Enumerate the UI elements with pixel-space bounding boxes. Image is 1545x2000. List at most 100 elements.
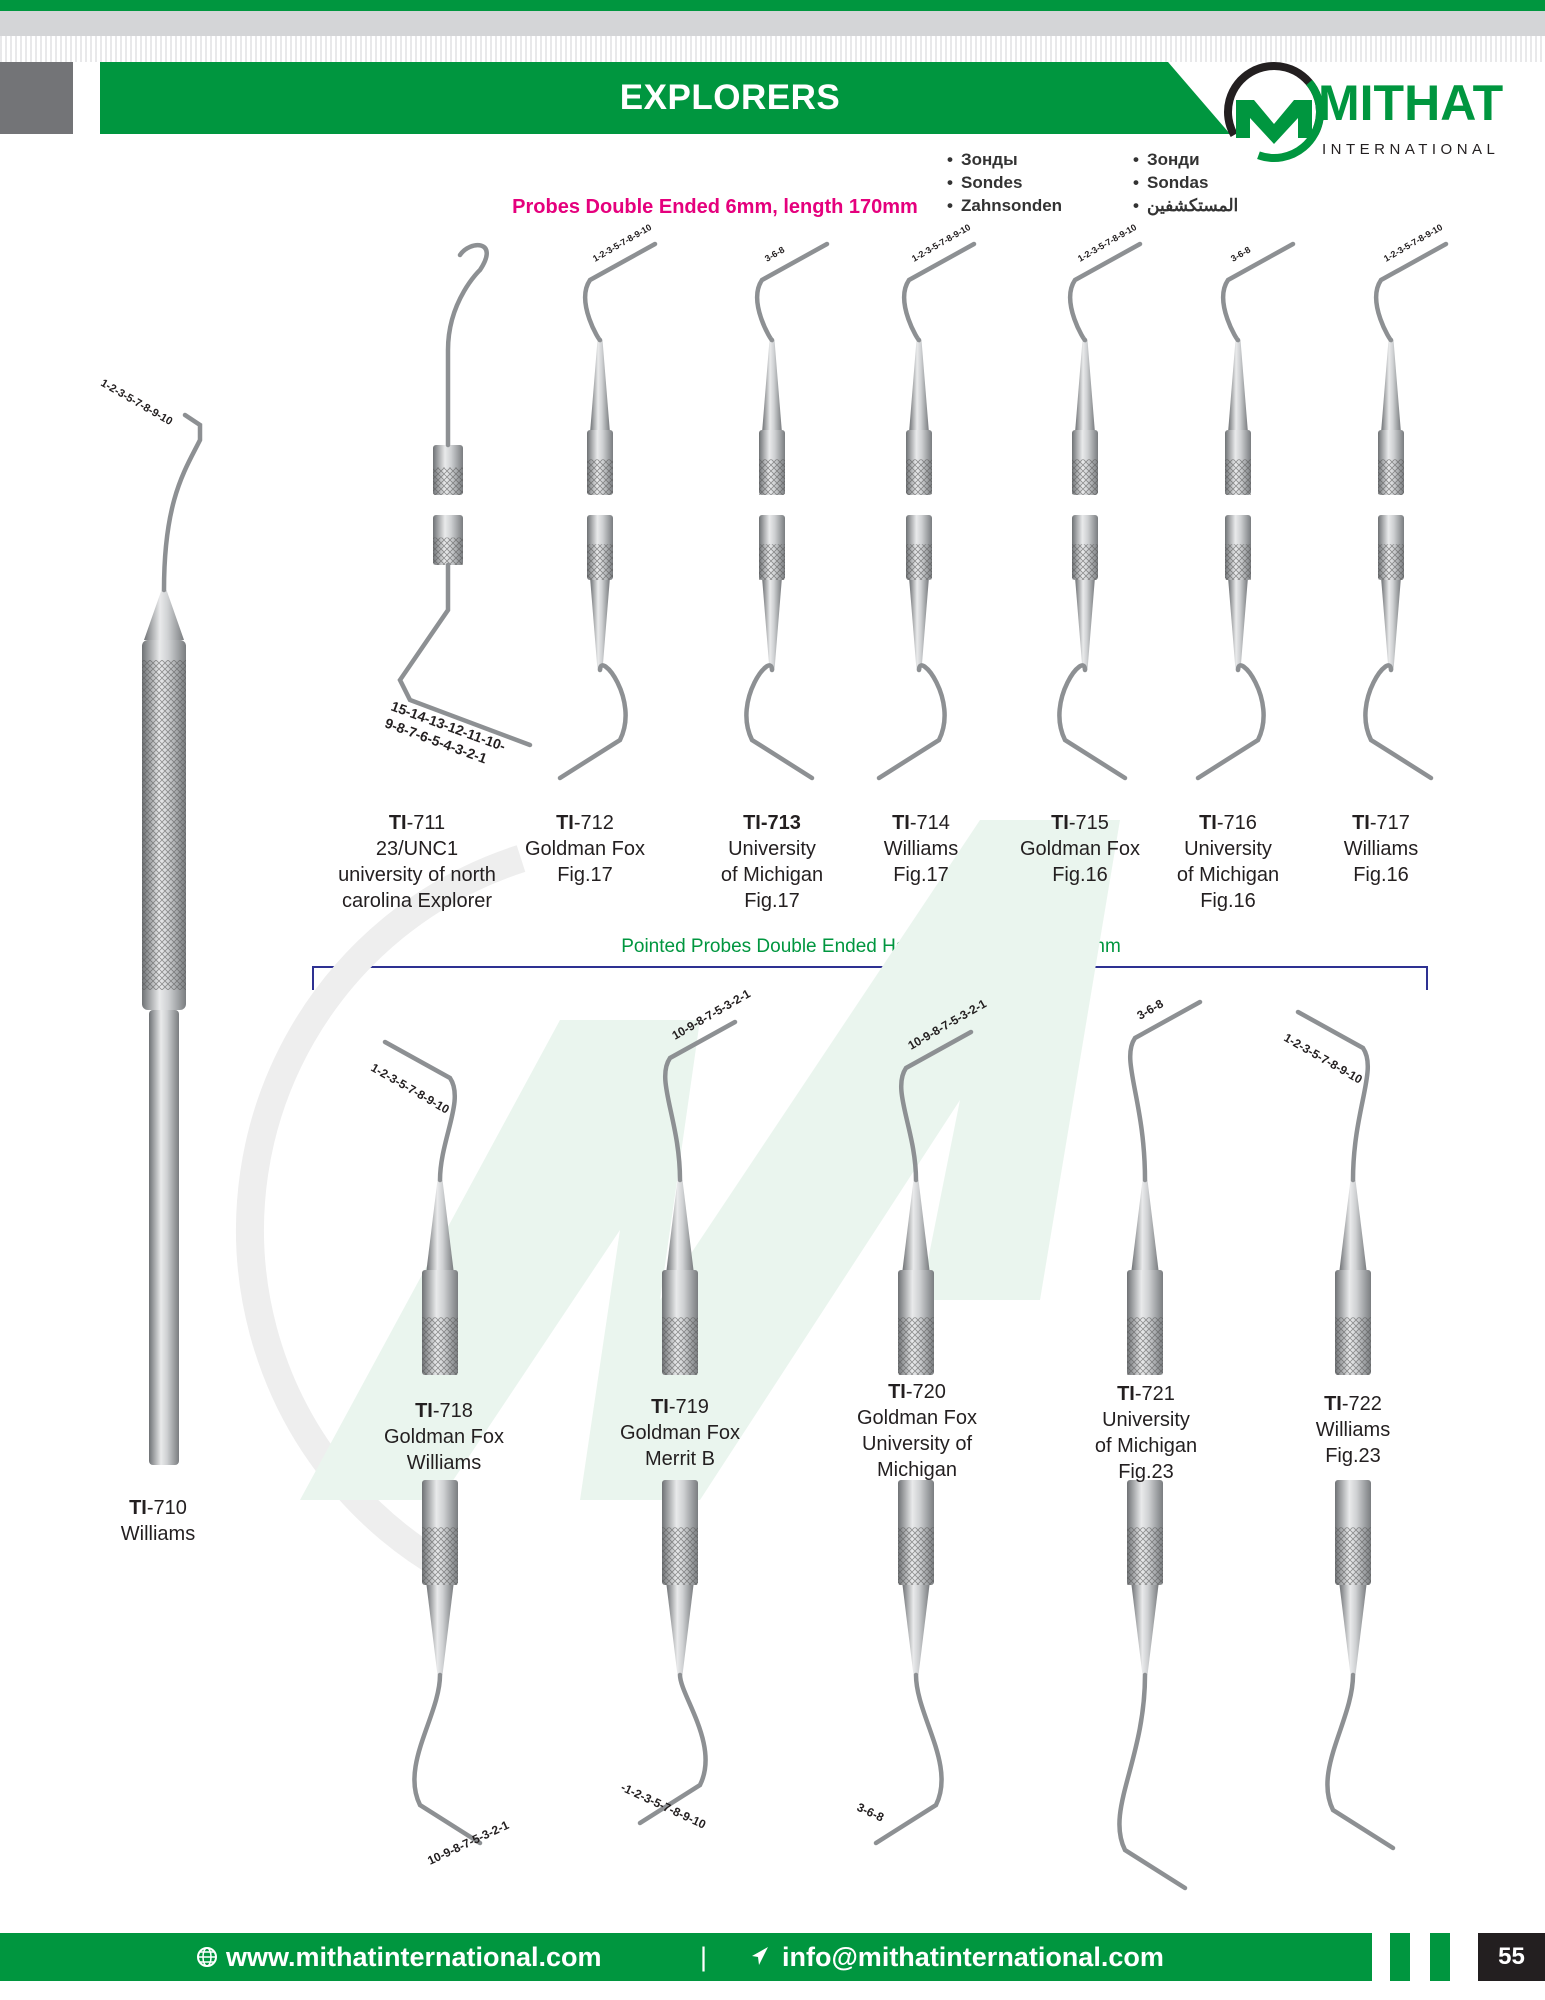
scale-marking: 1-2-3-5-7-8-9-10 (910, 222, 972, 264)
language-item: •Sondes (947, 173, 1023, 192)
footer-stripe (1390, 1933, 1410, 1981)
shank (902, 1585, 930, 1675)
shank (1131, 1180, 1159, 1270)
working-tip (873, 1672, 944, 1846)
product-description: Fig.17 (557, 864, 613, 886)
language-item: •Zahnsonden (947, 196, 1063, 215)
working-tip (582, 241, 658, 343)
shank (590, 580, 610, 670)
shank (762, 340, 782, 430)
scale-marking: 15-14-13-12-11-10-9-8-7-6-5-4-3-2-1 (383, 698, 508, 771)
knurled-grip (1335, 1317, 1371, 1375)
probe-instrument-711: 15-14-13-12-11-10-9-8-7-6-5-4-3-2-1 (383, 242, 533, 771)
product-description: of Michigan (720, 864, 824, 886)
probe-instrument: 1-2-3-5-7-8-9-10 (1057, 222, 1143, 781)
product-description: carolina Explorer (341, 890, 493, 912)
working-tip (397, 562, 533, 748)
scale-marking: 3-6-8 (1229, 245, 1252, 264)
brand-subtitle: INTERNATIONAL (1322, 141, 1499, 158)
knurled-grip (1378, 459, 1404, 495)
footer-bar (0, 1933, 1372, 1981)
working-tip (898, 1029, 974, 1183)
knurled-grip (906, 544, 932, 580)
product-description: Goldman Fox (383, 1426, 505, 1448)
working-tip (1067, 241, 1143, 343)
language-column-2: •Зонди •Sondas •المستكشفين (1133, 148, 1238, 217)
shank (902, 1180, 930, 1270)
email-link[interactable]: info@mithatinternational.com (782, 1942, 1164, 1972)
product-code: TI-717 (1352, 812, 1410, 834)
shank (1075, 340, 1095, 430)
shank (666, 1180, 694, 1270)
brand-name: MITHAT (1318, 75, 1503, 131)
shank (1131, 1585, 1159, 1675)
knurled-grip (906, 459, 932, 495)
website-link[interactable]: www.mithatinternational.com (226, 1942, 602, 1972)
product-description: Williams (120, 1523, 196, 1545)
scale-marking: 1-2-3-5-7-8-9-10 (1076, 222, 1138, 264)
paper-plane-icon (752, 1947, 768, 1965)
shank (144, 590, 184, 640)
probe-instrument: 10-9-8-7-5-3-2-13-6-8 (855, 996, 989, 1846)
knurled-grip (759, 459, 785, 495)
shank (909, 580, 929, 670)
knurled-grip (422, 1317, 458, 1375)
scale-marking: 1-2-3-5-7-8-9-10 (99, 377, 175, 428)
footer-stripe (1430, 1933, 1450, 1981)
section-2-bracket (312, 966, 1428, 990)
knurled-grip (587, 544, 613, 580)
scale-marking: 1-2-3-5-7-8-9-10 (1282, 1030, 1366, 1086)
working-tip (1127, 999, 1203, 1183)
product-description: Goldman Fox (524, 838, 646, 860)
product-description: Goldman Fox (619, 1422, 741, 1444)
probe-instrument: 1-2-3-5-7-8-9-10 (557, 222, 658, 781)
knurled-grip (1378, 544, 1404, 580)
knurled-grip (1127, 1527, 1163, 1585)
language-item: •Зонди (1133, 150, 1200, 169)
knurled-grip (1127, 1317, 1163, 1375)
knurled-grip (898, 1317, 934, 1375)
shaft (149, 1010, 179, 1465)
product-description: University (1184, 838, 1272, 860)
product-code: TI-712 (556, 812, 614, 834)
knurled-grip (1225, 544, 1251, 580)
product-code: TI-710 (129, 1497, 187, 1519)
working-tip (1373, 241, 1449, 343)
knurled-grip (433, 467, 463, 495)
probe-instrument: 1-2-3-5-7-8-9-10 (876, 222, 977, 781)
product-code: TI-713 (743, 812, 801, 834)
shank (1228, 580, 1248, 670)
product-description: Fig.23 (1118, 1461, 1174, 1483)
product-description: of Michigan (1094, 1435, 1198, 1457)
working-tip (1325, 1672, 1396, 1851)
working-tip (876, 663, 947, 781)
working-tip (1057, 663, 1128, 781)
scale-marking: 1-2-3-5-7-8-9-10 (591, 222, 653, 264)
product-description: Fig.23 (1325, 1445, 1381, 1467)
product-code: TI-718 (415, 1400, 473, 1422)
product-description: Fig.16 (1052, 864, 1108, 886)
striped-band (0, 36, 1545, 62)
product-description: Michigan (876, 1459, 958, 1481)
shank (1381, 340, 1401, 430)
scale-marking: 1-2-3-5-7-8-9-10 (1382, 222, 1444, 264)
probe-instrument-710: 1-2-3-5-7-8-9-10 (99, 377, 203, 1465)
knurled-grip (142, 660, 186, 990)
working-tip (744, 663, 815, 781)
product-description: Merrit B (645, 1448, 715, 1470)
globe-icon (197, 1947, 217, 1967)
knurled-grip (759, 544, 785, 580)
working-tip (901, 241, 977, 343)
footer-separator: | (700, 1942, 708, 1972)
scale-marking: 1-2-3-5-7-8-9-10 (369, 1060, 453, 1116)
probe-instrument: 3-6-8 (1195, 241, 1296, 781)
working-tip (1195, 663, 1266, 781)
shank (1381, 580, 1401, 670)
